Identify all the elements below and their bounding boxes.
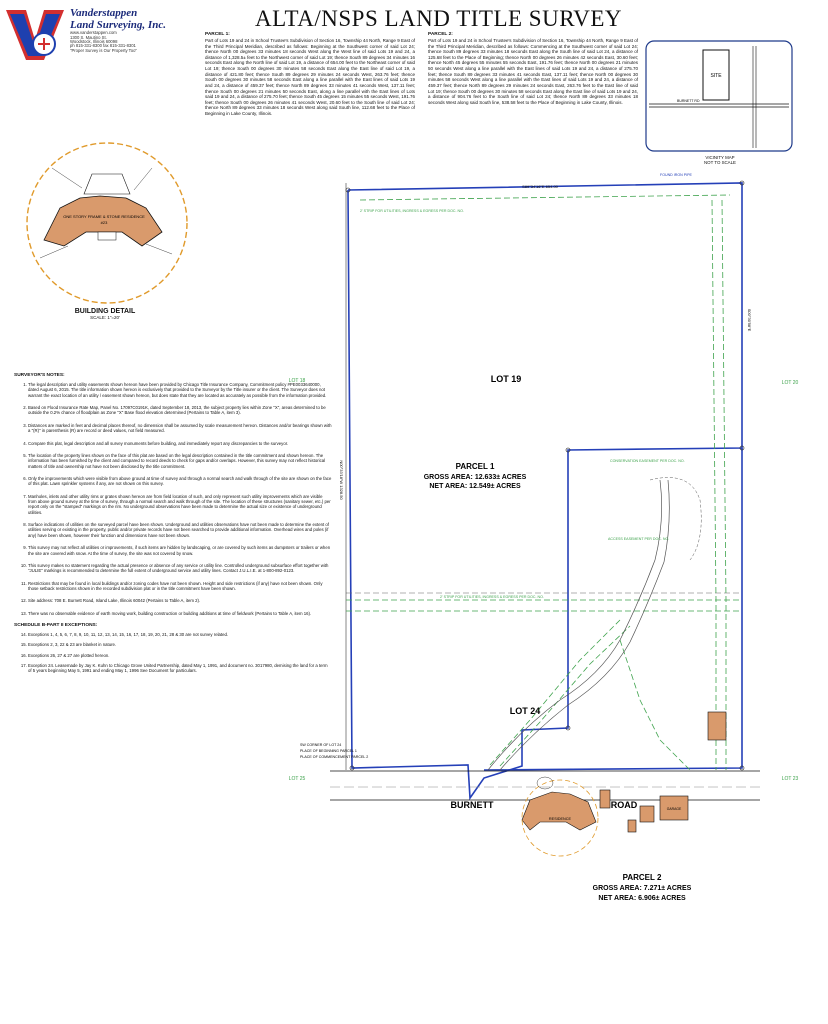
company-info: Vanderstappen Land Surveying, Inc. www.v… [70, 7, 196, 53]
lot25-label: LOT 25 [289, 776, 306, 782]
vicinity-site-box [702, 49, 730, 101]
strip-easement-label-middle: 2' STRIP FOR UTILITIES, INGRESS & EGRESS… [440, 595, 544, 599]
building-detail-scale: SCALE: 1"=20' [90, 315, 120, 320]
surveyor-note: Only the improvements which were visible… [28, 476, 332, 487]
surveyor-note: Surface indications of utilities on the … [28, 522, 332, 538]
parcel2-net-area: NET AREA: 6.906± ACRES [598, 895, 686, 902]
surveyor-note: Restrictions that may be found in local … [28, 581, 332, 592]
vicinity-caption-line2: NOT TO SCALE [704, 160, 736, 166]
vicinity-map: SITE BURNETT RD [645, 40, 793, 152]
sw-corner-label: SW CORNER OF LOT 24 [300, 743, 341, 747]
residence-map-label: RESIDENCE [549, 817, 572, 821]
surveyor-note: Distances are marked in feet and decimal… [28, 423, 332, 434]
surveyor-note: The location of the property lines shown… [28, 453, 332, 469]
strip-easement-north [359, 194, 731, 201]
access-easement-label: ACCESS EASEMENT PER DOC. NO. [608, 537, 669, 541]
lot20-label: LOT 20 [782, 380, 799, 386]
shed-building [639, 805, 655, 823]
surveyor-note: This survey makes no statement regarding… [28, 563, 332, 574]
conservation-easement-label: CONSERVATION EASEMENT PER DOC. NO. [610, 459, 685, 463]
parcel1-name: PARCEL 1 [456, 462, 495, 471]
building-detail-caption: BUILDING DETAIL SCALE: 1"=20' [60, 308, 150, 320]
residence-footprint [43, 195, 163, 247]
surveyor-note: This survey may not reflect all utilitie… [28, 545, 332, 556]
garage-building [659, 795, 689, 821]
east-line-bearing: S00°30'58"E [747, 309, 752, 332]
residence-map [521, 791, 597, 831]
company-detail: 1300 S. Mautino St. [70, 34, 107, 40]
surveyor-note: The legal description and utility easeme… [28, 382, 332, 398]
place-of-beginning-label: PLACE OF BEGINNING PARCEL 1 [300, 749, 357, 753]
schedule-b-item: Exception 24. Leasemade by Jay K. Kuhn t… [28, 663, 332, 674]
strip-easement-label-north: 2' STRIP FOR UTILITIES, INGRESS & EGRESS… [360, 209, 464, 213]
company-detail: www.vanderstappen.com [70, 30, 117, 36]
found-pin-label-ne: FOUND IRON PIPE [660, 173, 693, 177]
schedule-b-heading: SCHEDULE B-PART II EXCEPTIONS: [14, 623, 98, 629]
building-house-number: #23 [101, 220, 108, 225]
parcel2-boundary [483, 448, 743, 771]
parcel2-name: PARCEL 2 [623, 873, 662, 882]
surveyor-notes-list: The legal description and utility easeme… [14, 382, 332, 616]
driveway [487, 479, 662, 771]
road-suffix-label: ROAD [611, 800, 638, 810]
schedule-b-item: Exceptions 2, 3, 22 & 23 are blanket in … [28, 642, 332, 647]
lot19-label: LOT 19 [491, 374, 522, 384]
surveyor-notes: SURVEYOR'S NOTES: The legal description … [14, 373, 332, 679]
building-detail-drawing: ONE STORY FRAME & STONE RESIDENCE #23 [26, 142, 188, 304]
west-line-bearing: N00°33'18"W 1328.50 [339, 460, 344, 500]
parcel1-boundary [347, 182, 743, 801]
schedule-b-item: Exceptions 26, 27 & 27 are plotted hereo… [28, 653, 332, 658]
schedule-b-list: Exceptions 1, 4, 5, 6, 7, 8, 9, 10, 11, … [14, 632, 332, 674]
company-detail: ph 815-331-8300 fax 815-331-8301 [70, 43, 136, 49]
company-name-line1: Vanderstappen [70, 7, 138, 19]
surveyor-note: Compare this plat, legal description and… [28, 441, 332, 446]
parcel1-net-area: NET AREA: 12.549± ACRES [429, 483, 521, 490]
parcel1-legal-text: Part of Lots 19 and 24 in School Trustee… [205, 37, 415, 117]
surveyor-note: Based on Flood Insurance Rate Map, Panel… [28, 405, 332, 416]
surveyor-note: Manholes, inlets and other utility rims … [28, 494, 332, 515]
driveway-easement-line [489, 619, 621, 766]
vicinity-road-label: BURNETT RD [677, 99, 700, 103]
company-logo [4, 6, 66, 64]
lot23-label: LOT 23 [782, 776, 799, 782]
barn-building [707, 711, 727, 741]
logo-graphic [6, 10, 64, 60]
parcel2-legal-description: PARCEL 2: Part of Lots 19 and 24 in Scho… [428, 32, 638, 105]
strip-easement-east-1 [711, 199, 717, 770]
parcel1-gross-area: GROSS AREA: 12.633± ACRES [424, 474, 527, 481]
place-of-commencement-label: PLACE OF COMMENCEMENT PARCEL 2 [300, 755, 368, 759]
schedule-b-item: Exceptions 1, 4, 5, 6, 7, 8, 9, 10, 11, … [28, 632, 332, 637]
parcel2-legal-heading: PARCEL 2: [428, 32, 453, 37]
parcel2-legal-text: Part of Lots 19 and 24 in School Trustee… [428, 37, 638, 105]
surveyor-note: Site address: 708 E. Burnett Road, Islan… [28, 598, 332, 603]
vicinity-caption: VICINITY MAP NOT TO SCALE [650, 155, 790, 166]
strip-easement-east-2 [721, 199, 727, 770]
vicinity-site-label: SITE [710, 73, 722, 79]
parcel2-gross-area: GROSS AREA: 7.271± ACRES [593, 885, 692, 892]
road-name-label: BURNETT [451, 800, 494, 810]
parcel1-legal-description: PARCEL 1: Part of Lots 19 and 24 in Scho… [205, 32, 415, 117]
vicinity-caption-line1: VICINITY MAP [705, 155, 735, 160]
company-name-line2: Land Surveying, Inc. [70, 18, 166, 31]
garage-map-label: GARAGE [667, 807, 682, 811]
company-detail: Woodstock, Illinois 60098 [70, 38, 118, 44]
access-easement-line [619, 639, 691, 771]
lot24-label: LOT 24 [510, 706, 541, 716]
surveyor-note: There was no observable evidence of eart… [28, 611, 332, 616]
north-line-bearing: S89°34'16"E 654.00 [522, 184, 559, 189]
page-title: ALTA/NSPS LAND TITLE SURVEY [255, 6, 622, 31]
surveyor-notes-heading: SURVEYOR'S NOTES: [14, 373, 65, 378]
parcel1-legal-heading: PARCEL 1: [205, 32, 230, 37]
company-motto: "Proper Survey is Our Property Too" [70, 47, 137, 53]
building-detail-title: BUILDING DETAIL [74, 308, 136, 315]
building-house-label: ONE STORY FRAME & STONE RESIDENCE [63, 214, 145, 219]
